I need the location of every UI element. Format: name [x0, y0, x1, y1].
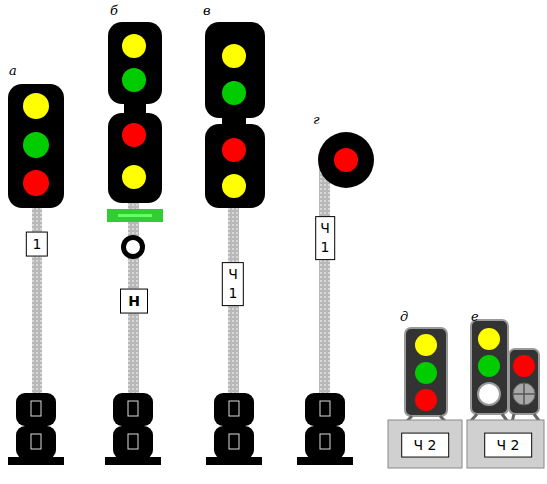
plate-text: Ч 1 [226, 265, 240, 303]
figure-letter: е [471, 310, 479, 323]
number-plate: Ч 1 [315, 216, 335, 260]
plate-text: 1 [30, 235, 44, 254]
plate-text: Ч 2 [405, 436, 445, 455]
number-plate: Н [120, 289, 148, 314]
number-plate: 1 [26, 232, 48, 257]
plate-text: Ч 2 [488, 436, 528, 455]
number-plate: Ч 2 [484, 433, 532, 458]
number-plate: Ч 1 [222, 262, 244, 306]
figure-letter: д [400, 310, 408, 323]
figure-letter: б [110, 4, 118, 17]
figure-letter: в [203, 4, 211, 17]
figure-letter: а [9, 64, 17, 77]
figure-letter: г [313, 113, 320, 126]
plate-text: Ч 1 [319, 219, 331, 257]
number-plate: Ч 2 [401, 433, 449, 458]
plate-text: Н [124, 292, 144, 311]
